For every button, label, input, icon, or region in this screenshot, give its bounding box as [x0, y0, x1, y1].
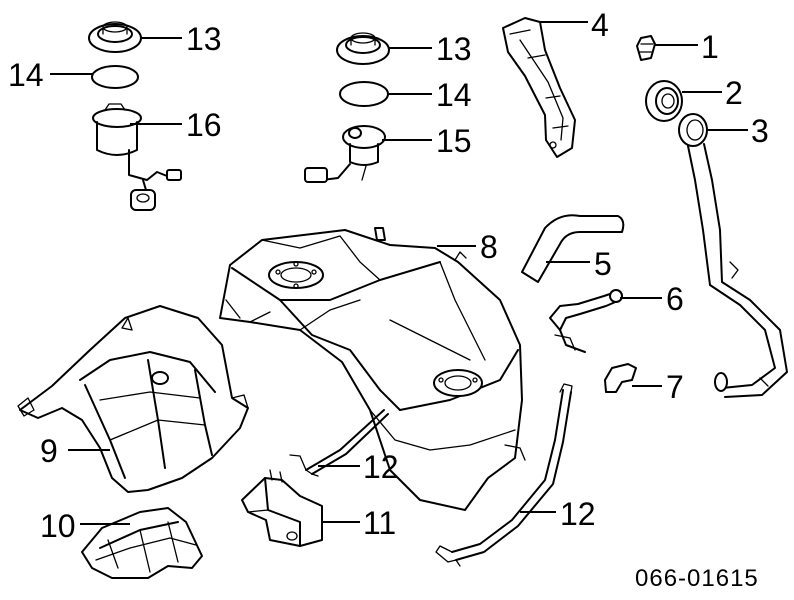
heat-shield-part-9 [17, 305, 249, 493]
callout-13-middle: 13 [436, 31, 472, 67]
bracket-part-4 [502, 17, 576, 158]
callout-12-lower: 12 [560, 496, 596, 532]
lock-ring-part-13-left [88, 21, 142, 53]
hose-part-5 [521, 214, 625, 283]
callout-6: 6 [666, 281, 684, 317]
callout-13-left: 13 [186, 21, 222, 57]
protector-part-10 [81, 507, 203, 579]
fuel-tank-part-8 [219, 227, 526, 511]
callout-7: 7 [666, 369, 684, 405]
callout-11: 11 [363, 505, 396, 541]
lock-ring-part-13-middle [336, 32, 390, 65]
small-hose-part-7 [604, 363, 637, 393]
callout-5: 5 [594, 246, 612, 282]
callout-4: 4 [591, 7, 609, 43]
gasket-part-14-middle [339, 81, 389, 107]
tank-strap-part-12-upper [289, 409, 389, 477]
callout-8: 8 [480, 229, 498, 265]
callout-15: 15 [436, 123, 472, 159]
callout-10: 10 [40, 508, 76, 544]
filler-neck-part-3 [678, 113, 788, 398]
callout-16: 16 [186, 107, 222, 143]
gasket-part-14-left [91, 65, 139, 89]
reference-code: 066-01615 [635, 565, 759, 592]
filler-ring-part-2 [645, 80, 683, 122]
callout-labels: 13 14 16 13 14 15 4 1 2 3 8 5 6 7 9 12 1… [8, 7, 769, 544]
callout-1: 1 [701, 29, 719, 65]
fuel-pump-part-16 [92, 103, 182, 211]
callout-3: 3 [751, 113, 769, 149]
callout-2: 2 [725, 75, 743, 111]
bracket-part-11 [241, 469, 323, 547]
leader-lines [50, 21, 748, 525]
vent-tube-part-6 [549, 289, 623, 353]
callout-12-upper: 12 [363, 449, 399, 485]
filler-cap-part-1 [636, 35, 656, 61]
tank-strap-part-12-lower [435, 383, 573, 567]
callout-14-left: 14 [8, 57, 44, 93]
fuel-sender-part-15 [304, 125, 386, 183]
callout-9: 9 [40, 433, 58, 469]
callout-14-middle: 14 [436, 77, 472, 113]
